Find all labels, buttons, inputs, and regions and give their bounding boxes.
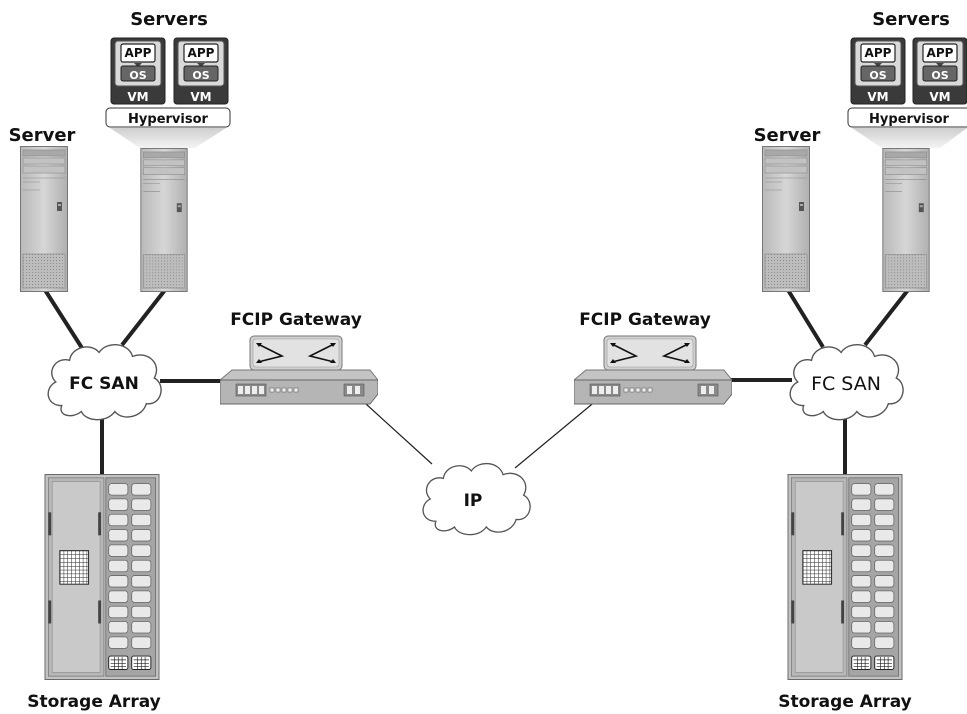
right-storage-array <box>788 474 902 679</box>
left-vm-host-server <box>140 148 188 292</box>
left-vmserver-to-san-link <box>120 288 167 347</box>
left-vm2-app-label: APP <box>188 46 215 60</box>
left-vm-2: APP OS VM <box>173 37 229 105</box>
right-vm-2: APP OS VM <box>912 37 967 105</box>
left-physical-server <box>20 146 68 292</box>
left-server-label: Server <box>9 125 76 146</box>
left-hypervisor-box <box>105 107 231 128</box>
left-vm-1: APP OS VM <box>110 37 166 105</box>
right-vm1-app-label: APP <box>865 46 892 60</box>
right-hypervisor-label: Hypervisor <box>869 112 949 127</box>
right-vmserver-to-san-link <box>863 288 910 347</box>
left-vm2-vm-label: VM <box>190 90 211 104</box>
left-gateway-label: FCIP Gateway <box>230 310 362 330</box>
left-hypervisor-beam <box>110 128 226 148</box>
right-vm2-vm-label: VM <box>929 90 950 104</box>
left-vm-group: APP OS VM APP OS VM Hypervisor <box>105 37 231 148</box>
left-hypervisor-label: Hypervisor <box>128 112 208 127</box>
right-hypervisor-beam <box>852 128 967 148</box>
right-vm1-os-label: OS <box>869 69 886 82</box>
right-server-to-san-link <box>786 288 825 349</box>
right-connections <box>730 288 910 474</box>
left-storage-label: Storage Array <box>27 692 160 712</box>
ip-label: IP <box>464 491 483 511</box>
right-hypervisor-box <box>847 107 967 128</box>
right-servers-label: Servers <box>872 9 950 30</box>
right-fc-san-label: FC SAN <box>811 373 881 395</box>
right-vm-host-server <box>882 148 930 292</box>
right-storage-label: Storage Array <box>778 692 911 712</box>
right-fcip-gateway <box>574 335 732 405</box>
right-vm-1: APP OS VM <box>850 37 906 105</box>
right-physical-server <box>762 146 810 292</box>
left-vm1-app-label: APP <box>125 46 152 60</box>
left-vm1-vm-label: VM <box>127 90 148 104</box>
right-vm-group: APP OS VM APP OS VM Hypervisor <box>847 37 967 148</box>
right-vm2-app-label: APP <box>927 46 954 60</box>
left-vm1-os-label: OS <box>129 69 146 82</box>
right-gateway-label: FCIP Gateway <box>579 310 711 330</box>
left-vm2-os-label: OS <box>192 69 209 82</box>
left-connections <box>43 288 224 474</box>
left-fc-san-label: FC SAN <box>69 374 139 394</box>
right-gateway-to-ip-link <box>514 399 598 469</box>
ip-links <box>365 399 598 469</box>
left-gateway-to-ip-link <box>365 403 433 465</box>
right-vm1-vm-label: VM <box>867 90 888 104</box>
left-server-to-san-link <box>43 288 84 350</box>
right-server-label: Server <box>754 125 821 146</box>
left-storage-array <box>45 474 159 679</box>
left-servers-label: Servers <box>130 9 208 30</box>
right-vm2-os-label: OS <box>931 69 948 82</box>
left-fcip-gateway <box>220 335 378 405</box>
